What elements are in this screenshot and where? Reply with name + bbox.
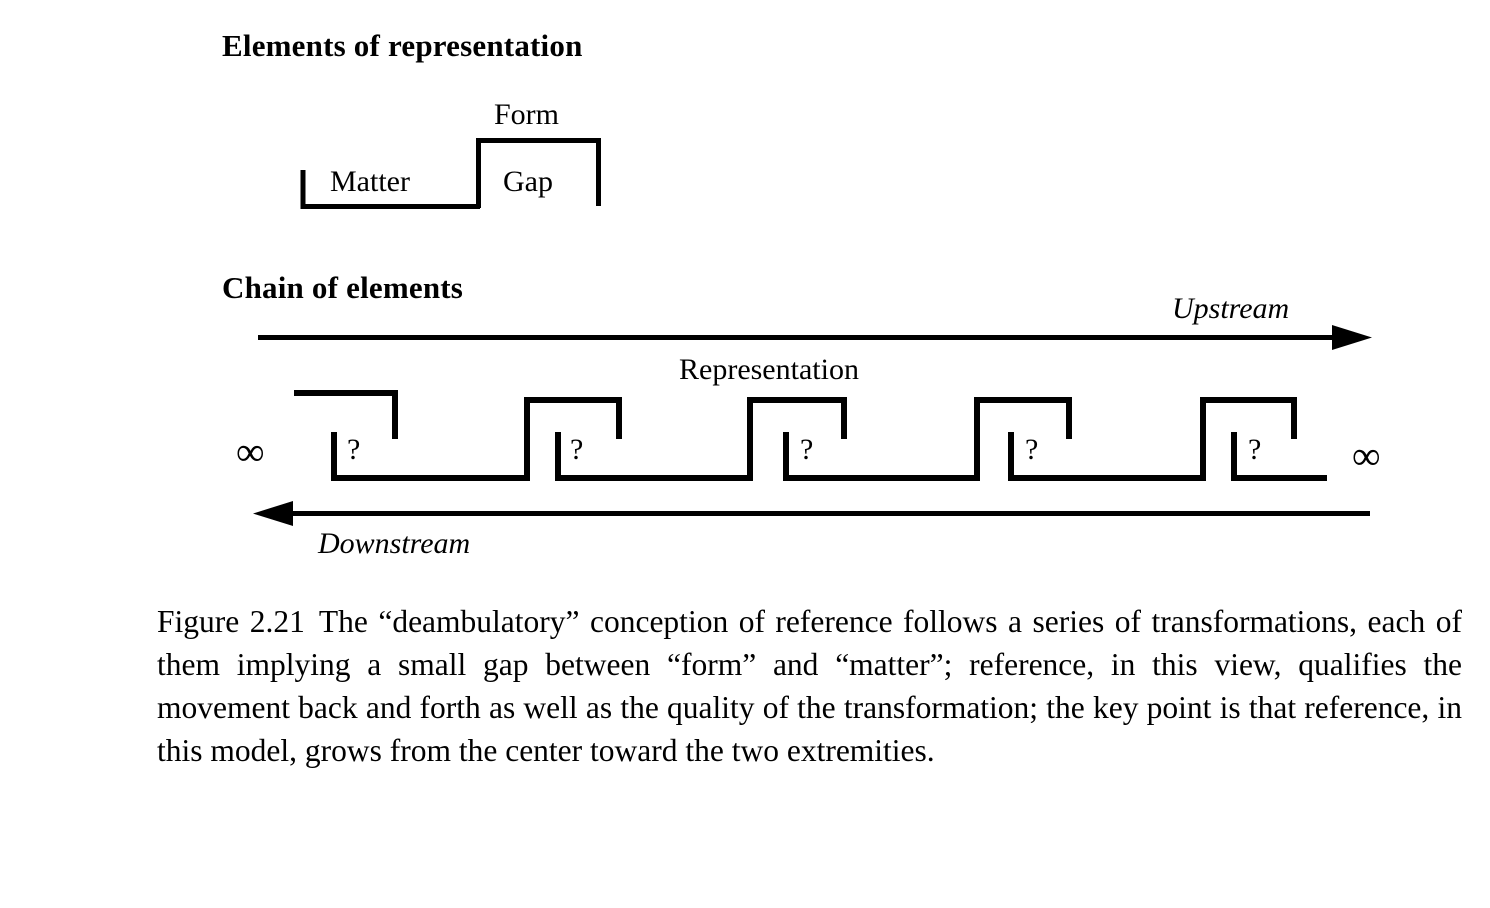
figure-caption-text: The “deambulatory” conception of referen… <box>157 604 1462 768</box>
figure-caption-label: Figure 2.21 <box>157 604 305 639</box>
chain-step-unit-5 <box>1200 397 1327 481</box>
step-marker-3: ? <box>800 433 814 466</box>
upstream-arrow-head <box>1332 325 1372 350</box>
downstream-arrow-head <box>253 501 293 526</box>
step-marker-4: ? <box>1025 433 1039 466</box>
step-marker-1: ? <box>347 433 361 466</box>
chain-step-unit-4 <box>974 397 1206 481</box>
section-heading-chain-of-elements: Chain of elements <box>222 270 464 305</box>
chain-step-unit-3 <box>747 397 980 481</box>
label-representation: Representation <box>679 353 859 386</box>
label-gap: Gap <box>503 165 553 198</box>
infinity-symbol-left: ∞ <box>236 429 265 474</box>
label-form: Form <box>494 98 560 131</box>
label-upstream: Upstream <box>1172 292 1290 325</box>
step-marker-5: ? <box>1248 433 1262 466</box>
chain-step-unit-2 <box>524 397 753 481</box>
upstream-arrow <box>258 325 1372 350</box>
label-matter: Matter <box>330 165 410 198</box>
step-marker-2: ? <box>570 433 584 466</box>
label-downstream: Downstream <box>318 527 471 560</box>
infinity-symbol-right: ∞ <box>1352 433 1381 478</box>
chain-step-unit-1 <box>294 390 530 481</box>
section-heading-elements-of-representation: Elements of representation <box>222 28 583 63</box>
downstream-arrow <box>253 501 1370 526</box>
